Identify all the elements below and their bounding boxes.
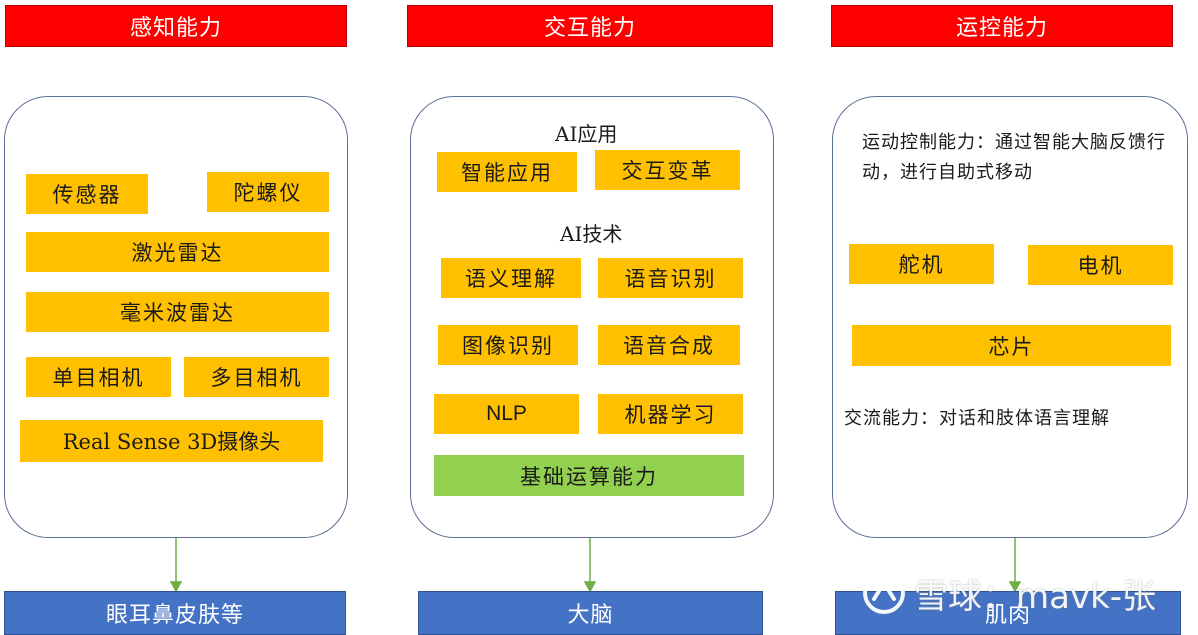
smart-app-chip: 智能应用 bbox=[437, 152, 577, 192]
gyroscope-chip: 陀螺仪 bbox=[207, 172, 329, 212]
interaction-header: 交互能力 bbox=[407, 5, 773, 47]
mono-camera-chip: 单目相机 bbox=[26, 357, 171, 397]
realsense-camera-chip: Real Sense 3D摄像头 bbox=[20, 420, 323, 462]
speech-synthesis-chip: 语音合成 bbox=[598, 325, 740, 365]
watermark: 雪球：mavk-张 bbox=[862, 568, 1156, 618]
motion-header: 运控能力 bbox=[831, 5, 1173, 47]
nlp-chip: NLP bbox=[434, 394, 579, 434]
lidar-chip: 激光雷达 bbox=[26, 232, 329, 272]
servo-chip: 舵机 bbox=[849, 244, 994, 284]
motion-footer: 肌肉 bbox=[835, 591, 1181, 635]
semantic-understanding-chip: 语义理解 bbox=[441, 258, 581, 298]
interaction-footer: 大脑 bbox=[418, 591, 763, 635]
sensor-chip: 传感器 bbox=[26, 174, 148, 214]
interaction-revolution-chip: 交互变革 bbox=[595, 150, 740, 190]
ai-app-title: AI应用 bbox=[555, 122, 618, 146]
communication-text: 交流能力：对话和肢体语言理解 bbox=[844, 408, 1110, 429]
multi-camera-chip: 多目相机 bbox=[184, 357, 329, 397]
watermark-text: 雪球：mavk-张 bbox=[914, 576, 1157, 617]
ai-tech-title: AI技术 bbox=[560, 222, 623, 246]
xueqiu-logo-icon bbox=[863, 572, 905, 614]
motor-chip: 电机 bbox=[1028, 245, 1173, 285]
machine-learning-chip: 机器学习 bbox=[598, 394, 743, 434]
base-compute-chip: 基础运算能力 bbox=[434, 455, 744, 496]
mmwave-radar-chip: 毫米波雷达 bbox=[26, 292, 329, 332]
speech-recognition-chip: 语音识别 bbox=[598, 258, 743, 298]
perception-footer: 眼耳鼻皮肤等 bbox=[4, 591, 346, 635]
motion-panel bbox=[832, 96, 1188, 538]
chip-chip: 芯片 bbox=[852, 325, 1171, 366]
image-recognition-chip: 图像识别 bbox=[438, 325, 578, 365]
perception-header: 感知能力 bbox=[5, 5, 347, 47]
motion-control-text: 运动控制能力：通过智能大脑反馈行动，进行自助式移动 bbox=[862, 132, 1166, 183]
